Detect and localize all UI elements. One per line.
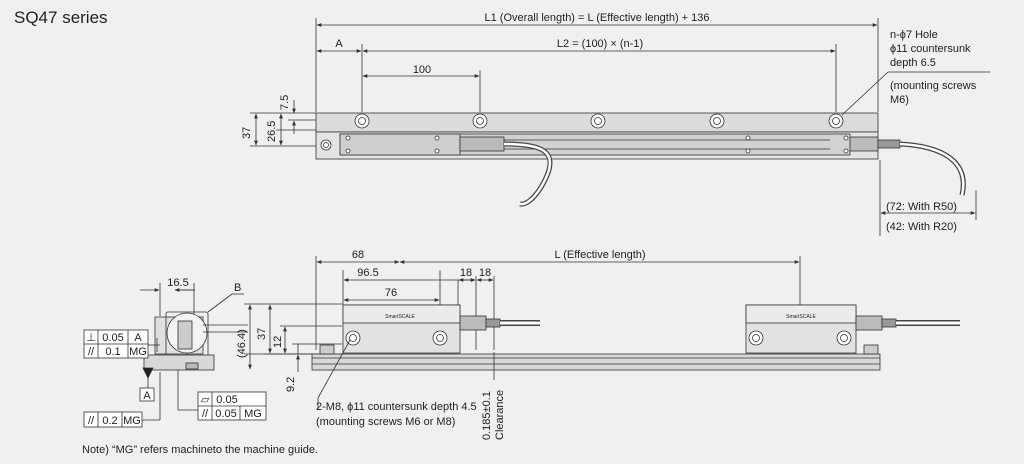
effective-length-label: L (Effective length) (554, 249, 645, 261)
hole-note-line3: depth 6.5 (890, 57, 936, 69)
flat-value: 0.05 (216, 394, 237, 406)
dim-96-5-label: 96.5 (357, 267, 378, 279)
perp-ref: A (134, 332, 142, 344)
hole-note-line5: M6) (890, 94, 909, 106)
dim-16-5-label: 16.5 (167, 277, 188, 289)
footnote: Note) “MG” refers machineto the machine … (82, 444, 318, 456)
dim-a-label: A (335, 38, 343, 50)
side-view-labels: 68 L (Effective length) 96.5 18 18 76 37… (236, 249, 817, 440)
dim-68-label: 68 (352, 249, 364, 261)
l2-label: L2 = (100) × (n-1) (557, 38, 643, 50)
mounting-holes (354, 113, 844, 129)
dim-9-2-label: 9.2 (285, 377, 297, 392)
hole-note-line4: (mounting screws (890, 80, 977, 92)
par1-symbol: // (88, 346, 95, 358)
cable-r50-label: (72: With R50) (886, 201, 957, 213)
hole-note-line1: n-ϕ7 Hole (890, 29, 938, 41)
mount-note-line1: 2-M8, ϕ11 countersunk depth 4.5 (316, 401, 477, 413)
par3-value: 0.2 (102, 415, 117, 427)
par1-ref: MG (129, 346, 147, 358)
dim-26-5-label: 26.5 (266, 121, 278, 142)
side-view (244, 256, 960, 410)
dim-12-label: 12 (272, 336, 284, 348)
flat-symbol: ▱ (201, 394, 210, 406)
top-view-labels: L1 (Overall length) = L (Effective lengt… (241, 12, 977, 233)
brand-right: SmartSCALE (786, 314, 816, 320)
par2-value: 0.05 (215, 408, 236, 420)
end-view-labels: 16.5 B A ⊥ 0.05 A // 0.1 MG ▱ 0.05 // 0.… (86, 277, 262, 427)
end-view (83, 283, 267, 428)
dim-37-side-label: 37 (256, 328, 268, 340)
overall-length-label: L1 (Overall length) = L (Effective lengt… (484, 12, 709, 24)
top-view (250, 18, 990, 236)
dim-46-4-label: (46.4) (236, 329, 248, 358)
clearance-label: Clearance (494, 390, 506, 440)
dim-37-label: 37 (241, 127, 253, 139)
par2-symbol: // (202, 408, 209, 420)
pitch-label: 100 (413, 64, 431, 76)
clearance-value: 0.185±0.1 (481, 391, 493, 440)
dim-7-5-label: 7.5 (279, 95, 291, 110)
perp-value: 0.05 (102, 332, 123, 344)
par2-ref: MG (244, 408, 262, 420)
b-label: B (234, 282, 241, 294)
hole-note-line2: ϕ11 countersunk (890, 43, 971, 55)
dim-18b-label: 18 (479, 267, 491, 279)
mount-note-line2: (mounting screws M6 or M8) (316, 416, 455, 428)
dim-18a-label: 18 (460, 267, 472, 279)
dim-76-label: 76 (385, 287, 397, 299)
datum-a-label: A (143, 390, 151, 402)
diagram-title: SQ47 series (14, 8, 108, 27)
par3-symbol: // (88, 415, 95, 427)
perp-symbol: ⊥ (86, 332, 96, 344)
par1-value: 0.1 (105, 346, 120, 358)
brand-left: SmartSCALE (385, 314, 415, 320)
par3-ref: MG (123, 415, 141, 427)
cable-r20-label: (42: With R20) (886, 221, 957, 233)
